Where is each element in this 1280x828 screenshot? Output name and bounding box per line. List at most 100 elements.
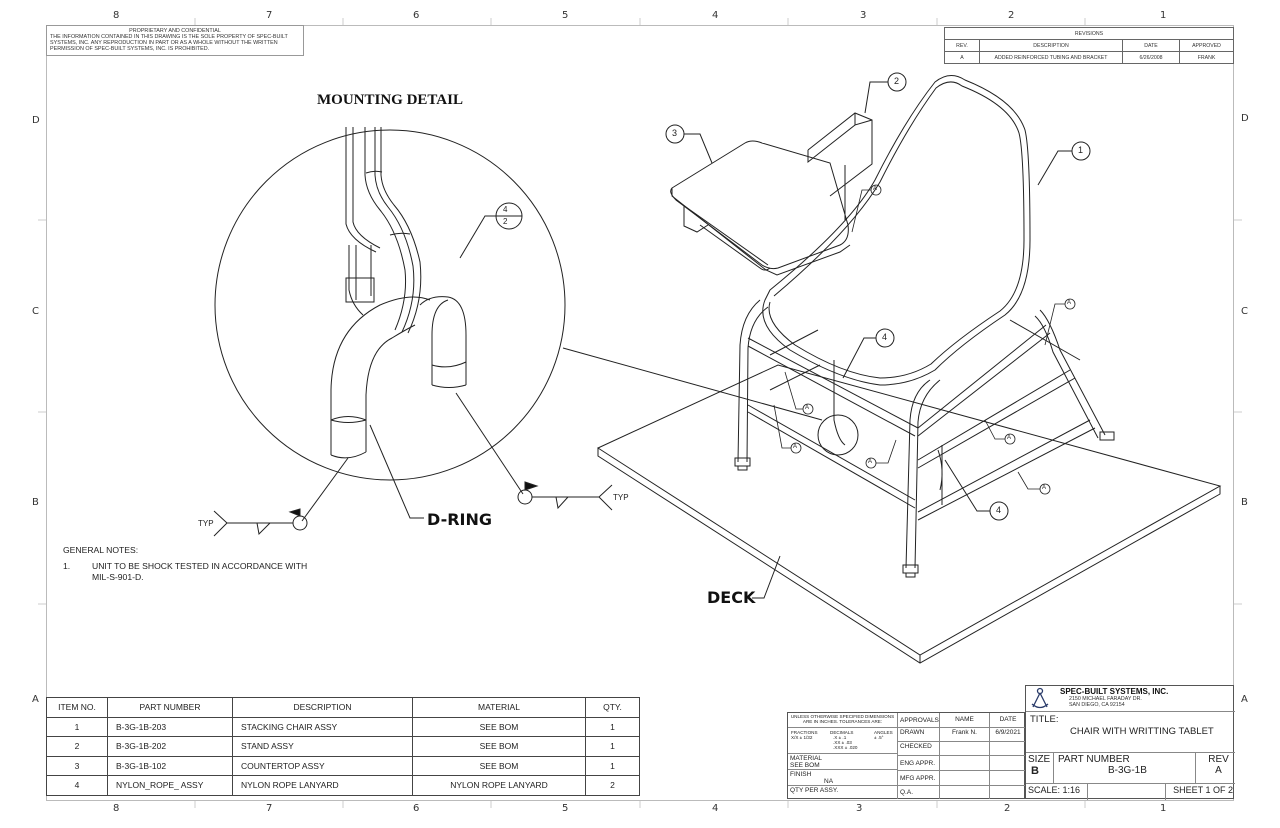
zone-top-6: 6	[413, 10, 420, 21]
note-number: 1.	[63, 561, 71, 571]
zone-top-8: 8	[113, 10, 120, 21]
zone-top-5: 5	[562, 10, 569, 21]
bom-desc: STACKING CHAIR ASSY	[232, 716, 413, 737]
size-cell: SIZE B	[1026, 753, 1054, 784]
weld-all-around-right	[517, 489, 533, 505]
bom-material: NYLON ROPE LANYARD	[412, 775, 586, 796]
balloon-1-label: 1	[1078, 145, 1084, 155]
weld-a-label-3: A	[805, 405, 810, 411]
detail-callout-circle	[817, 414, 859, 456]
qa-label: Q.A.	[898, 786, 940, 799]
bom-desc: COUNTERTOP ASSY	[232, 755, 413, 776]
zone-left-a: A	[32, 694, 39, 705]
rev-cell: REV A	[1196, 753, 1235, 784]
bom-header-item: ITEM NO.	[46, 697, 108, 718]
tolerance-values: FRACTIONS X/X ± 1/32 DECIMALS .X ± .1 .X…	[788, 728, 898, 754]
note-item: 1. UNIT TO BE SHOCK TESTED IN ACCORDANCE…	[63, 561, 307, 583]
title-label: TITLE:	[1030, 714, 1059, 725]
zone-top-2: 2	[1008, 10, 1015, 21]
sheet-number: SHEET 1 OF 2	[1173, 785, 1233, 795]
date-header: DATE	[990, 713, 1026, 728]
part-number-cell: PART NUMBER B-3G-1B	[1054, 753, 1196, 784]
company-cell: SPEC-BUILT SYSTEMS, INC. 2150 MICHAEL FA…	[1026, 686, 1235, 712]
zone-right-a: A	[1241, 694, 1248, 705]
qa-name	[940, 786, 990, 799]
approvals-header: APPROVALS	[898, 713, 940, 728]
mounting-detail-drawing	[213, 127, 823, 537]
qa-date	[990, 786, 1026, 799]
writing-tablet	[670, 140, 849, 270]
weld-a-label-1: A	[873, 186, 878, 192]
decimals-2: .XX ± .03	[833, 740, 852, 745]
weld-a-label-4: A	[793, 444, 798, 450]
drawn-label: DRAWN	[898, 728, 940, 742]
zone-left-d: D	[32, 115, 40, 126]
finish-label: FINISH	[790, 771, 812, 778]
blank-cell	[1088, 784, 1166, 800]
tolerance-header: UNLESS OTHERWISE SPECIFIED DIMENSIONS AR…	[788, 713, 898, 728]
bom-row: 1 B-3G-1B-203 STACKING CHAIR ASSY SEE BO…	[46, 716, 640, 737]
zone-bottom-3: 3	[856, 803, 863, 814]
zone-left-c: C	[32, 306, 39, 317]
proprietary-title: PROPRIETARY AND CONFIDENTIAL	[129, 28, 221, 34]
bom-material: SEE BOM	[412, 716, 586, 737]
bom-item: 3	[46, 755, 108, 776]
angles-value: ± .5°	[874, 735, 884, 740]
proprietary-text: THE INFORMATION CONTAINED IN THIS DRAWIN…	[50, 34, 288, 52]
size-label: SIZE	[1028, 754, 1051, 765]
bom-material: SEE BOM	[412, 736, 586, 757]
size-value: B	[1031, 765, 1039, 777]
company-address2: SAN DIEGO, CA 92154	[1069, 702, 1125, 708]
isometric-chair-drawing	[596, 72, 1222, 664]
bom-row: 2 B-3G-1B-202 STAND ASSY SEE BOM 1	[46, 736, 640, 757]
zone-right-c: C	[1241, 306, 1248, 317]
bom-item: 1	[46, 716, 108, 737]
typ-label-left: TYP	[198, 519, 214, 528]
rev-date: 6/26/2008	[1122, 51, 1180, 64]
decimals-label: DECIMALS	[830, 730, 854, 735]
mfg-appr-label: MFG APPR.	[898, 771, 940, 786]
approvals-block: UNLESS OTHERWISE SPECIFIED DIMENSIONS AR…	[787, 712, 1026, 799]
zone-bottom-8: 8	[113, 803, 120, 814]
mfg-appr-date	[990, 771, 1026, 786]
company-name: SPEC-BUILT SYSTEMS, INC.	[1060, 687, 1169, 696]
zone-bottom-1: 1	[1160, 803, 1167, 814]
decimals-1: .X ± .1	[833, 735, 847, 740]
checked-label: CHECKED	[898, 742, 940, 756]
company-address1: 2150 MICHAEL FARADAY DR.	[1069, 696, 1142, 702]
zone-top-4: 4	[712, 10, 719, 21]
bom-desc: STAND ASSY	[232, 736, 413, 757]
title-block: SPEC-BUILT SYSTEMS, INC. 2150 MICHAEL FA…	[1025, 685, 1235, 800]
deck-label: DECK	[707, 588, 756, 607]
drawn-date: 6/9/2021	[990, 728, 1026, 742]
zone-bottom-7: 7	[266, 803, 273, 814]
drawing-border	[46, 25, 1234, 801]
weld-a-label-6: A	[1007, 435, 1012, 441]
zone-top-3: 3	[860, 10, 867, 21]
zone-bottom-6: 6	[413, 803, 420, 814]
bom-header-part: PART NUMBER	[107, 697, 233, 718]
company-logo-compass-icon	[1031, 687, 1049, 709]
drawing-title: CHAIR WITH WRITTING TABLET	[1070, 726, 1214, 737]
part-number-label: PART NUMBER	[1058, 754, 1130, 765]
bom-desc: NYLON ROPE LANYARD	[232, 775, 413, 796]
revision-row: A ADDED REINFORCED TUBING AND BRACKET 6/…	[944, 51, 1234, 64]
eng-appr-date	[990, 756, 1026, 771]
zone-bottom-2: 2	[1004, 803, 1011, 814]
scale-label: SCALE: 1:16	[1026, 784, 1088, 800]
tolerance-line1: UNLESS OTHERWISE SPECIFIED DIMENSIONS	[790, 714, 895, 719]
material-value: SEE BOM	[790, 762, 820, 769]
bom-part: B-3G-1B-203	[107, 716, 233, 737]
note-text-line1: UNIT TO BE SHOCK TESTED IN ACCORDANCE WI…	[92, 561, 308, 571]
zone-top-1: 1	[1160, 10, 1167, 21]
weld-a-label-5: A	[868, 459, 873, 465]
weld-all-around-left	[292, 515, 308, 531]
checked-name	[940, 742, 990, 756]
typ-label-right: TYP	[613, 493, 629, 502]
bom-header-qty: QTY.	[585, 697, 640, 718]
rev-value: A	[1215, 765, 1222, 776]
mounting-detail-title: MOUNTING DETAIL	[317, 92, 463, 108]
balloon-item-4: 4	[503, 205, 508, 214]
bom-qty: 1	[585, 755, 640, 776]
